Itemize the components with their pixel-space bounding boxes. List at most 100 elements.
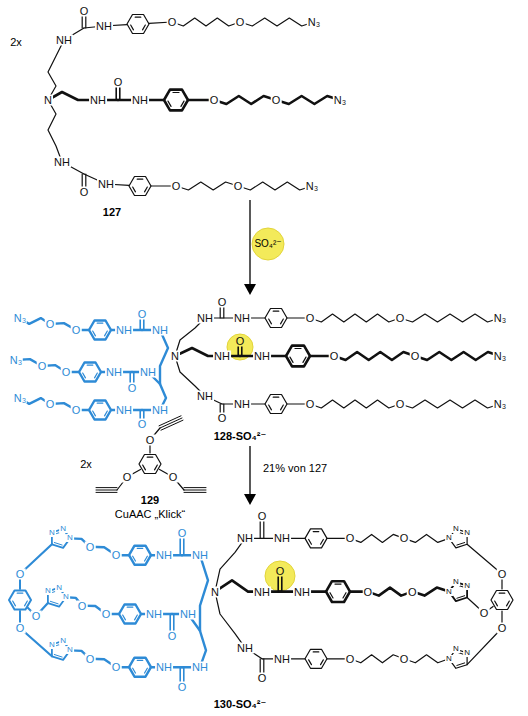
bond <box>123 615 126 620</box>
bond <box>83 373 86 378</box>
atom-label: O <box>77 600 88 611</box>
bond <box>143 25 146 30</box>
bond <box>321 539 324 544</box>
atom-label: N <box>170 351 180 362</box>
bond <box>129 372 131 383</box>
bond <box>105 411 108 416</box>
compound-number: 127 <box>102 207 122 218</box>
atom-label: O <box>271 95 282 106</box>
atom-label: N <box>48 641 56 649</box>
bond <box>263 659 264 674</box>
bond <box>168 101 171 106</box>
bond <box>115 87 117 100</box>
bond <box>240 18 314 26</box>
bond <box>160 330 168 384</box>
bond <box>96 487 117 488</box>
atom-label: O <box>15 569 26 580</box>
bond <box>309 660 312 665</box>
atom-label: N <box>66 646 74 654</box>
atom-label: O <box>85 541 96 552</box>
bond <box>467 628 502 665</box>
atom-label: O <box>79 6 90 17</box>
bond <box>215 592 245 648</box>
atom-label: N₃ <box>13 313 27 324</box>
reaction-arrow <box>249 446 250 496</box>
bond <box>223 307 224 318</box>
atom-label: N <box>59 637 67 645</box>
atom-label: O <box>209 95 220 106</box>
benzene-ring <box>305 649 327 668</box>
atom-label: N <box>62 593 70 601</box>
bond <box>155 465 158 470</box>
arrow-head <box>244 494 256 505</box>
atom-label: NH <box>53 157 71 168</box>
bond <box>404 655 449 663</box>
atom-label: O <box>275 565 286 576</box>
atom-label: O <box>31 611 42 622</box>
bond <box>143 319 145 330</box>
atom-label: N <box>48 529 56 537</box>
benzene-ring <box>129 658 151 677</box>
bond <box>269 319 272 324</box>
atom-label: O <box>45 399 56 410</box>
bond <box>343 593 346 598</box>
bond <box>82 16 83 28</box>
bond <box>260 659 261 674</box>
bond <box>313 651 319 652</box>
atom-label: O <box>137 309 148 320</box>
atom-label: O <box>233 181 244 192</box>
bond <box>290 357 293 362</box>
bond <box>276 96 340 104</box>
atom-label: O <box>167 17 178 28</box>
benzene-ring <box>89 401 111 420</box>
benzene-ring <box>129 177 151 196</box>
atom-label: NH <box>155 662 173 673</box>
atom-label: O <box>167 631 178 642</box>
bond <box>82 174 83 187</box>
benzene-ring <box>127 15 149 34</box>
bond <box>133 556 136 561</box>
bond <box>54 543 62 546</box>
atom-label: N <box>445 588 453 596</box>
benzene-ring <box>129 546 151 565</box>
atom-label: NH <box>236 533 254 544</box>
atom-label: NH <box>191 550 209 561</box>
atom-label: O <box>85 653 96 664</box>
yield-label: 21% von 127 <box>262 463 328 474</box>
bond <box>507 601 510 606</box>
bond <box>269 405 272 410</box>
atom-label: O <box>45 319 56 330</box>
compound-number: 128-SO₄²⁻ <box>213 431 268 442</box>
atom-label: O <box>71 405 82 416</box>
benzene-ring <box>164 90 188 111</box>
atom-label: N <box>66 534 74 542</box>
bond <box>133 187 136 192</box>
atom-label: O <box>399 533 410 544</box>
atom-label: O <box>111 550 122 561</box>
benzene-ring <box>139 455 161 474</box>
atom-label: O <box>305 313 316 324</box>
atom-label: NH <box>95 21 113 32</box>
bond <box>137 179 143 180</box>
atom-label: O <box>399 653 410 664</box>
bond <box>200 555 208 631</box>
reaction-arrow <box>249 200 250 286</box>
atom-label: O <box>177 527 188 538</box>
atom-label: NH <box>131 95 149 106</box>
atom-label: NH <box>273 533 291 544</box>
bond <box>415 352 500 360</box>
atom-label: O <box>407 586 418 597</box>
bond <box>215 538 245 591</box>
atom-label: N <box>463 529 471 537</box>
atom-label: NH <box>196 313 214 324</box>
bond <box>400 314 500 322</box>
atom-label: NH <box>145 609 163 620</box>
bond <box>457 543 465 546</box>
benzene-ring <box>119 605 141 624</box>
benzene-ring <box>265 309 287 328</box>
bond <box>457 663 465 666</box>
atom-label: N <box>445 534 453 542</box>
bond <box>183 538 185 555</box>
atom-label: O <box>305 399 316 410</box>
atom-label: NH <box>115 325 133 336</box>
